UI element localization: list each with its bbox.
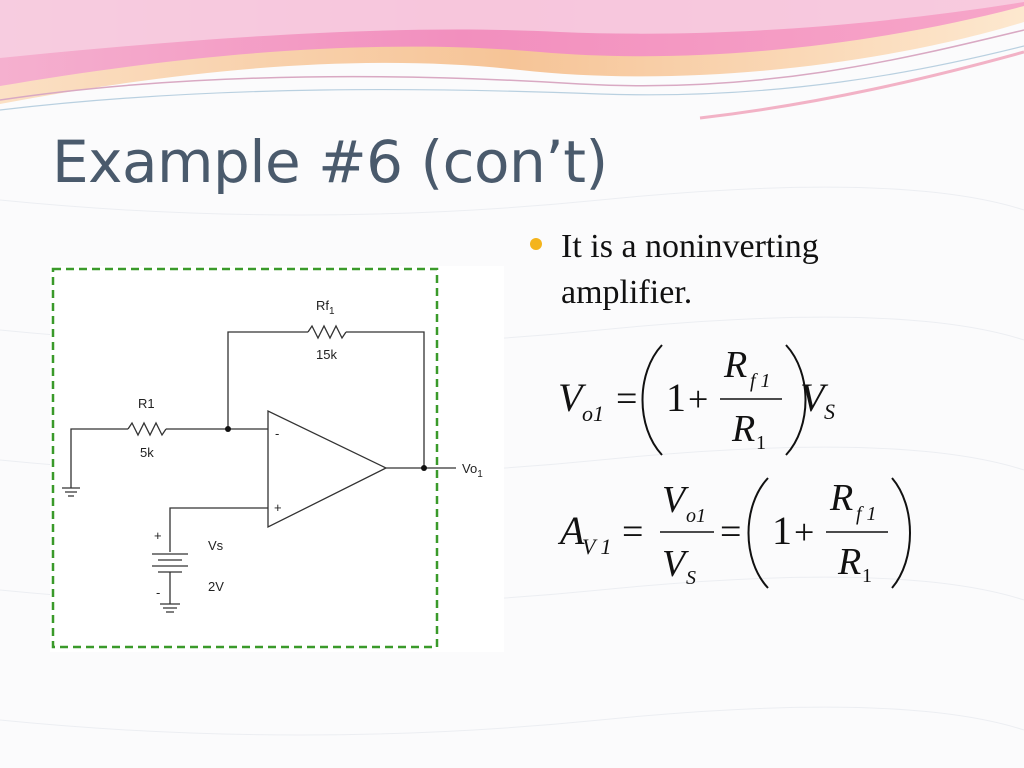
opamp-minus-label: - bbox=[275, 426, 279, 441]
bullet-text: It is a noninverting amplifier. bbox=[561, 228, 819, 311]
f2-numerator-r: R bbox=[829, 477, 853, 519]
battery-plates bbox=[152, 553, 188, 573]
wire-feedback-right bbox=[346, 331, 425, 468]
r1-value: 5k bbox=[140, 445, 154, 460]
wire-input bbox=[70, 428, 128, 488]
f1-denominator-r: R bbox=[731, 408, 755, 450]
f2-denominator-r: R bbox=[837, 541, 861, 583]
r1-label: R1 bbox=[138, 396, 155, 411]
f1-right-paren bbox=[785, 344, 807, 456]
wire-feedback bbox=[227, 331, 308, 429]
rf1-label: Rf1 bbox=[316, 298, 335, 317]
f1-vs: V bbox=[800, 375, 829, 420]
f2-plus: + bbox=[794, 512, 814, 552]
f1-equals: = bbox=[616, 378, 637, 420]
f2-numerator-subscript: o1 bbox=[686, 505, 706, 527]
battery-minus-label: - bbox=[156, 585, 160, 600]
f1-vs-subscript: S bbox=[824, 399, 835, 424]
f1-plus: + bbox=[688, 379, 708, 419]
battery-plus-label: + bbox=[154, 528, 162, 543]
bullet-dot-icon bbox=[530, 238, 542, 250]
f2-denominator-r-subscript: 1 bbox=[862, 565, 872, 587]
f2-numerator-v: V bbox=[662, 479, 689, 521]
formula-output-voltage: V o1 = 1 + R f 1 R 1 V S bbox=[550, 335, 850, 465]
f2-a-subscript: V 1 bbox=[582, 534, 612, 559]
bullet-item: It is a noninverting amplifier. bbox=[530, 224, 910, 316]
f1-v: V bbox=[558, 375, 587, 420]
formula-voltage-gain: A V 1 = V o1 V S = 1 + R f 1 R 1 bbox=[550, 468, 920, 598]
f2-a: A bbox=[557, 508, 585, 553]
circuit-diagram: Rf1 15k R1 5k - + Vo1 + - Vs 2V bbox=[50, 266, 504, 652]
output-label: Vo1 bbox=[462, 461, 483, 480]
rf1-zigzag bbox=[307, 324, 347, 340]
slide-title: Example #6 (con’t) bbox=[52, 128, 608, 196]
ground-left-icon bbox=[62, 487, 80, 497]
wire-noninverting bbox=[169, 507, 268, 552]
junction-dot-inverting bbox=[225, 426, 231, 432]
header-wave-decoration bbox=[0, 0, 1024, 120]
ground-bottom-icon bbox=[160, 603, 180, 613]
f1-one: 1 bbox=[666, 375, 686, 420]
f1-v-subscript: o1 bbox=[582, 401, 604, 426]
r1-zigzag bbox=[127, 421, 167, 437]
f2-equals-1: = bbox=[622, 511, 643, 553]
f2-right-paren bbox=[891, 477, 911, 589]
f1-left-paren bbox=[641, 344, 663, 456]
f2-left-paren bbox=[747, 477, 769, 589]
junction-dot-output bbox=[421, 465, 427, 471]
f2-r-subscript: f 1 bbox=[856, 503, 877, 525]
f1-numerator-r: R bbox=[723, 344, 747, 386]
source-label: Vs bbox=[208, 538, 224, 553]
source-value: 2V bbox=[208, 579, 224, 594]
f1-numerator-subscript: f 1 bbox=[750, 370, 771, 392]
opamp-triangle bbox=[267, 409, 388, 529]
f2-denominator-subscript: S bbox=[686, 567, 696, 589]
f2-denominator-v: V bbox=[662, 543, 689, 585]
diagram-frame bbox=[51, 267, 439, 649]
f2-equals-2: = bbox=[720, 511, 741, 553]
f1-denominator-subscript: 1 bbox=[756, 432, 766, 454]
opamp-plus-label: + bbox=[274, 500, 282, 515]
rf1-value: 15k bbox=[316, 347, 337, 362]
f2-one: 1 bbox=[772, 508, 792, 553]
